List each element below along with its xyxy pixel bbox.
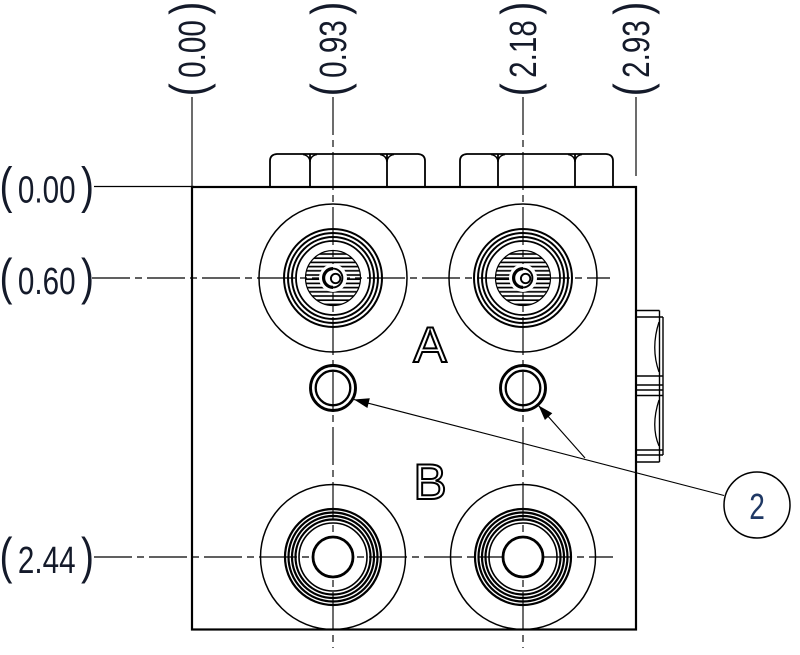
hex-fitting-top-right bbox=[459, 153, 614, 187]
left-ordinate-1: (0.60) bbox=[0, 248, 94, 305]
port-counterbore-circle bbox=[449, 483, 597, 631]
port-ring bbox=[290, 514, 376, 600]
port-label-b: B bbox=[413, 454, 446, 510]
port-ring bbox=[485, 240, 561, 316]
port-ring bbox=[480, 514, 566, 600]
balloon-callout: 2 bbox=[353, 398, 791, 539]
port-ring bbox=[481, 236, 565, 320]
manifold-block-outline bbox=[190, 185, 638, 631]
port-ring bbox=[477, 232, 569, 324]
side-plug-facet-arcs bbox=[654, 321, 660, 447]
port-label-a: A bbox=[413, 317, 447, 373]
balloon-circle bbox=[723, 471, 791, 539]
side-plug-verticals bbox=[658, 310, 664, 462]
port-ring bbox=[287, 232, 379, 324]
hex-outline bbox=[269, 153, 426, 187]
port-ring bbox=[295, 240, 371, 316]
hex-outline bbox=[459, 153, 614, 187]
port-socket-crescent bbox=[322, 267, 344, 289]
ordinate-leader-lines bbox=[94, 97, 637, 188]
port-counterbore-circle bbox=[259, 483, 407, 631]
port-ring bbox=[488, 522, 558, 592]
port-ring bbox=[473, 228, 573, 328]
balloon-leader-main bbox=[353, 398, 725, 497]
port-b-right bbox=[449, 483, 597, 631]
port-a-right bbox=[448, 203, 598, 353]
top-ordinate-labels: (0.00) (0.93) (2.18) (2.93) bbox=[159, 2, 660, 97]
hex-facet-lines bbox=[497, 154, 576, 187]
left-ordinate-labels: (0.00) (0.60) (2.44) bbox=[0, 157, 94, 584]
hex-facet-arcs bbox=[490, 153, 583, 163]
port-socket-crescent bbox=[512, 267, 534, 289]
top-ordinate-1: (0.93) bbox=[300, 2, 357, 97]
pilot-hole-right bbox=[499, 364, 547, 412]
port-ring bbox=[477, 511, 569, 603]
port-b-left bbox=[259, 483, 407, 631]
port-ring bbox=[484, 518, 562, 596]
port-ring bbox=[287, 511, 379, 603]
side-hex-plug bbox=[636, 309, 664, 463]
top-ordinate-3: (2.93) bbox=[603, 2, 660, 97]
port-counterbore-circle bbox=[258, 203, 408, 353]
left-ordinate-0: (0.00) bbox=[0, 157, 94, 214]
port-ring bbox=[298, 522, 368, 592]
port-ring bbox=[473, 507, 573, 607]
port-ring bbox=[291, 236, 375, 320]
port-ring bbox=[294, 518, 372, 596]
port-counterbore-circle bbox=[448, 203, 598, 353]
port-ring bbox=[283, 507, 383, 607]
side-plug-horizontals bbox=[636, 309, 663, 463]
left-ordinate-2: (2.44) bbox=[0, 527, 94, 584]
port-a-left bbox=[258, 203, 408, 353]
hex-facet-arcs bbox=[302, 153, 395, 163]
balloon-number: 2 bbox=[749, 487, 765, 527]
leader-arrowhead-left bbox=[354, 398, 370, 408]
port-bore-circle bbox=[311, 535, 355, 579]
top-ordinate-2: (2.18) bbox=[490, 2, 547, 97]
pilot-hole-left bbox=[309, 364, 357, 412]
top-ordinate-0: (0.00) bbox=[159, 2, 216, 97]
leader-arrowhead-right bbox=[538, 405, 553, 420]
hex-fitting-top-left bbox=[269, 153, 426, 187]
hex-facet-lines bbox=[309, 154, 388, 187]
port-bore-circle bbox=[501, 535, 545, 579]
port-ring bbox=[283, 228, 383, 328]
